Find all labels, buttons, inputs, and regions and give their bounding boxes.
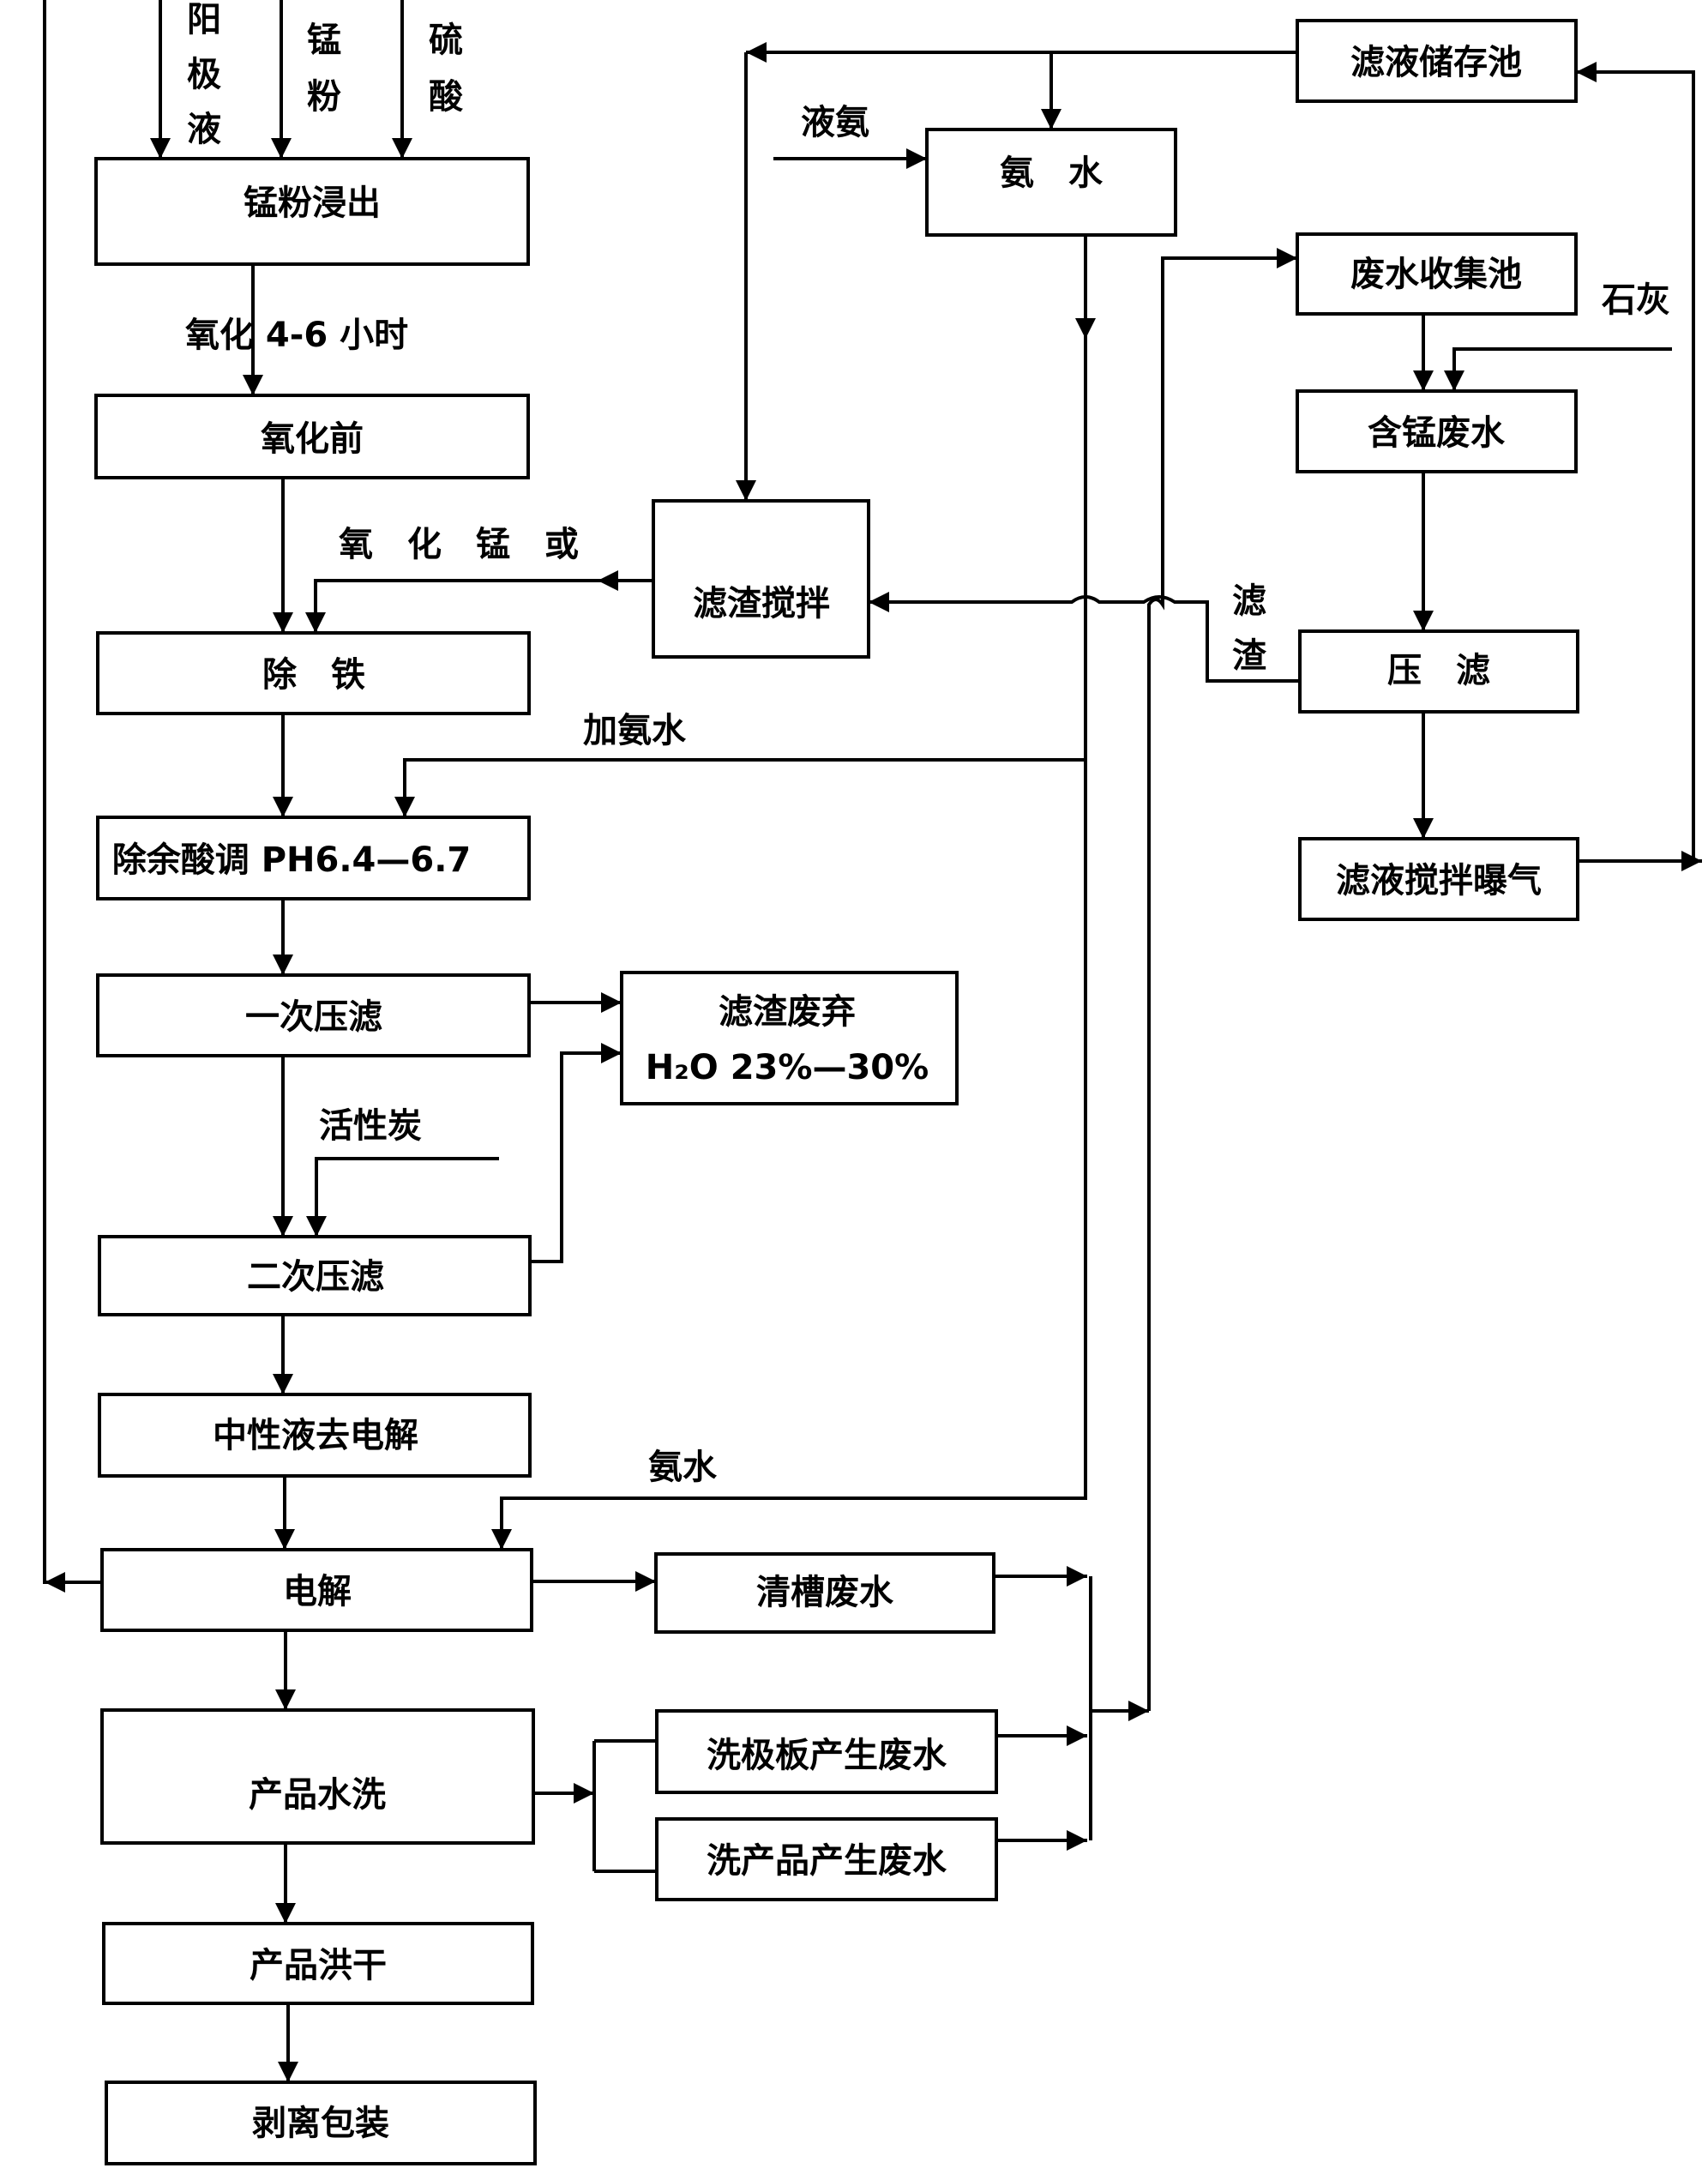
- box-iron-removal: 除 铁: [96, 631, 531, 715]
- box-filtrate-storage: 滤液储存池: [1296, 19, 1578, 103]
- svg-text:酸: 酸: [429, 77, 464, 117]
- box-plate-wash-wastewater: 洗极板产生废水: [655, 1709, 998, 1794]
- label-mn-oxide-or: 氧 化 锰 或: [339, 525, 579, 564]
- label-sulfuric-acid: 硫 酸: [429, 21, 464, 117]
- svg-text:锰: 锰: [307, 21, 341, 60]
- arrow-press2-to-discard: [530, 1043, 622, 1263]
- box-second-press-label: 二次压滤: [247, 1257, 384, 1297]
- box-mn-leach-label: 锰粉浸出: [244, 184, 381, 223]
- box-first-press-label: 一次压滤: [245, 997, 382, 1037]
- svg-text:极: 极: [187, 55, 221, 94]
- box-tank-clean-wastewater: 清槽废水: [654, 1552, 995, 1634]
- box-mn-leach: 锰粉浸出: [94, 157, 530, 266]
- box-iron-removal-label: 除 铁: [262, 655, 365, 695]
- box-filtrate-storage-label: 滤液储存池: [1350, 43, 1522, 82]
- arrow-lime: [1444, 347, 1672, 391]
- box-filtrate-aeration-label: 滤液搅拌曝气: [1336, 861, 1542, 900]
- box-mn-wastewater-label: 含锰废水: [1368, 413, 1506, 453]
- svg-text:渣: 渣: [1232, 636, 1267, 676]
- svg-text:阳: 阳: [187, 0, 221, 39]
- box-product-dry: 产品洪干: [102, 1922, 534, 2005]
- arrow-to-filtrate-storage: [1576, 62, 1695, 861]
- label-mn-powder: 锰 粉: [307, 21, 341, 117]
- line-anolyte-return: [43, 0, 102, 1584]
- box-wastewater-collection: 废水收集池: [1296, 232, 1578, 316]
- arrow-add-ammonia: [394, 758, 1085, 817]
- label-add-ammonia: 加氨水: [583, 711, 687, 750]
- box-plate-wash-wastewater-label: 洗极板产生废水: [707, 1736, 947, 1775]
- label-liquid-ammonia: 液氨: [801, 103, 869, 142]
- box-acid-adjust: 除余酸调 PH6.4—6.7: [96, 816, 531, 900]
- box-acid-adjust-label: 除余酸调 PH6.4—6.7: [112, 840, 471, 880]
- svg-text:硫: 硫: [429, 21, 463, 60]
- box-electrolysis-label: 电解: [283, 1572, 352, 1611]
- arrow-to-wastewater-collection: [1147, 248, 1297, 1711]
- box-neutral-to-electrolysis-label: 中性液去电解: [213, 1416, 418, 1455]
- arrow-mn-oxide-to-iron: [305, 579, 598, 633]
- box-filtrate-aeration: 滤液搅拌曝气: [1298, 837, 1579, 921]
- box-ammonia-water: 氨 水: [925, 128, 1177, 237]
- label-oxidation-time: 氧化 4-6 小时: [185, 316, 408, 355]
- svg-text:粉: 粉: [307, 77, 341, 117]
- box-mn-wastewater: 含锰废水: [1296, 389, 1578, 473]
- box-residue-discard-label-1: 滤渣废弃: [719, 992, 856, 1032]
- box-tank-clean-wastewater-label: 清槽废水: [756, 1573, 894, 1612]
- box-product-wash: 产品水洗: [100, 1708, 535, 1845]
- box-electrolysis: 电解: [100, 1548, 533, 1632]
- box-strip-pack-label: 剥离包装: [252, 2104, 389, 2143]
- label-filter-residue: 滤 渣: [1232, 581, 1267, 676]
- box-residue-stirring-label: 滤渣搅拌: [693, 584, 830, 623]
- arrow-ammonia-to-electrolysis: [491, 1497, 1087, 1550]
- label-anolyte: 阳 极 液: [187, 0, 221, 149]
- box-product-dry-label: 产品洪干: [250, 1946, 387, 1985]
- box-press-filter-label: 压 滤: [1387, 651, 1490, 690]
- box-pre-oxidation: 氧化前: [94, 394, 530, 479]
- box-wastewater-collection-label: 废水收集池: [1350, 255, 1522, 294]
- box-first-press: 一次压滤: [96, 973, 531, 1057]
- label-activated-carbon: 活性炭: [319, 1106, 422, 1146]
- label-ammonia-water-2: 氨水: [648, 1448, 718, 1487]
- arrow-activated-carbon: [306, 1157, 499, 1237]
- box-pre-oxidation-label: 氧化前: [261, 419, 364, 459]
- svg-text:液: 液: [187, 110, 221, 149]
- box-residue-discard: 滤渣废弃 H₂O 23%—30%: [620, 971, 959, 1105]
- box-strip-pack: 剥离包装: [105, 2081, 537, 2165]
- box-neutral-to-electrolysis: 中性液去电解: [98, 1393, 532, 1478]
- box-ammonia-water-label: 氨 水: [1000, 154, 1104, 193]
- box-residue-stirring: 滤渣搅拌: [652, 499, 870, 659]
- box-product-wash-wastewater: 洗产品产生废水: [655, 1817, 998, 1901]
- box-product-wash-wastewater-label: 洗产品产生废水: [707, 1841, 947, 1881]
- box-residue-discard-label-2: H₂O 23%—30%: [646, 1048, 929, 1087]
- label-lime: 石灰: [1602, 280, 1670, 320]
- arrow-residue-to-stirring: [869, 592, 1300, 683]
- svg-text:滤: 滤: [1232, 581, 1266, 621]
- box-second-press: 二次压滤: [98, 1235, 532, 1316]
- box-press-filter: 压 滤: [1298, 629, 1579, 714]
- box-product-wash-label: 产品水洗: [249, 1775, 386, 1815]
